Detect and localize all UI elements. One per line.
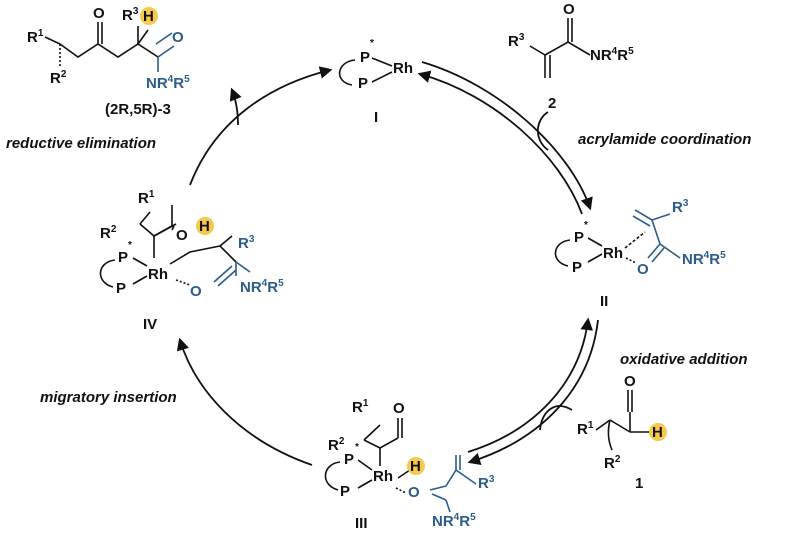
complex-III: P * P Rh R1 R2 O H O R3 NR4R5 III	[324, 398, 495, 532]
step-oxidative-addition: oxidative addition	[620, 351, 748, 368]
step-acrylamide-coordination: acrylamide coordination	[578, 131, 751, 148]
complex-IV-H-highlight	[196, 217, 214, 235]
svg-text:P: P	[116, 280, 126, 297]
svg-text:NR4R5: NR4R5	[432, 512, 476, 530]
svg-text:R1: R1	[352, 398, 369, 416]
svg-text:R3: R3	[122, 6, 139, 24]
svg-text:NR4R5: NR4R5	[590, 46, 634, 64]
arrow-migratory-insertion	[176, 337, 313, 466]
svg-text:R3: R3	[478, 474, 495, 492]
svg-text:O: O	[637, 261, 649, 278]
svg-text:P: P	[340, 483, 350, 500]
svg-text:R2: R2	[50, 69, 67, 87]
svg-text:P: P	[360, 49, 370, 66]
svg-text:NR4R5: NR4R5	[682, 250, 726, 268]
svg-text:R3: R3	[672, 198, 689, 216]
svg-text:O: O	[190, 283, 202, 300]
svg-text:NR4R5: NR4R5	[146, 74, 190, 92]
catalyst-I: P * P Rh I	[338, 38, 413, 126]
svg-text:R2: R2	[604, 454, 621, 472]
svg-text:*: *	[370, 38, 374, 49]
svg-text:R3: R3	[238, 234, 255, 252]
svg-text:H: H	[410, 458, 421, 475]
svg-text:O: O	[176, 227, 188, 244]
svg-text:O: O	[93, 5, 105, 22]
svg-text:*: *	[355, 442, 359, 453]
complex-II-label: II	[600, 293, 608, 310]
substrate-2: O R3 NR4R5 2	[508, 1, 634, 112]
substrate-1: R1 R2 O H 1	[577, 373, 667, 492]
svg-text:R1: R1	[138, 189, 155, 207]
complex-IV: P * P Rh R1 R2 O H R3 O NR4R5 IV	[99, 189, 284, 333]
svg-text:O: O	[393, 400, 405, 417]
svg-text:R2: R2	[100, 224, 117, 242]
svg-text:O: O	[408, 484, 420, 501]
svg-text:Rh: Rh	[148, 266, 168, 283]
product-3: O R1 R2 R3 H O NR4R5 (2R,5R)-3	[27, 5, 190, 118]
complex-II: P * P Rh R3 O NR4R5 II	[554, 198, 726, 310]
svg-text:*: *	[584, 220, 588, 231]
complex-III-label: III	[355, 515, 368, 532]
svg-text:P: P	[574, 229, 584, 246]
complex-IV-label: IV	[143, 316, 157, 333]
arrow-eq-back-III-II	[467, 317, 594, 453]
arrow-eq-back-II-I	[417, 70, 583, 215]
svg-text:NR4R5: NR4R5	[240, 278, 284, 296]
svg-text:H: H	[199, 218, 210, 235]
product-O: O	[93, 5, 105, 22]
product-H-highlight	[140, 7, 158, 25]
svg-text:Rh: Rh	[603, 245, 623, 262]
step-migratory-insertion: migratory insertion	[40, 389, 177, 406]
product-H: H	[143, 8, 154, 25]
substrate-2-label: 2	[548, 95, 556, 112]
svg-text:R2: R2	[328, 436, 345, 454]
svg-text:Rh: Rh	[393, 60, 413, 77]
svg-text:H: H	[652, 424, 663, 441]
arrow-eq-forward-I-II	[421, 61, 593, 211]
arrow-cycle-top-left	[189, 66, 333, 186]
svg-text:P: P	[572, 259, 582, 276]
catalyst-I-label: I	[374, 109, 378, 126]
svg-text:P: P	[358, 75, 368, 92]
arrow-acrylamide-entry	[536, 111, 549, 151]
arrow-product-release	[229, 87, 242, 126]
svg-text:P: P	[344, 451, 354, 468]
svg-text:R1: R1	[27, 28, 44, 46]
svg-text:Rh: Rh	[373, 468, 393, 485]
arrow-aldehyde-entry	[539, 405, 573, 431]
complex-III-H-highlight	[407, 457, 425, 475]
svg-text:R1: R1	[577, 420, 594, 438]
svg-text:O: O	[172, 29, 184, 46]
svg-text:R3: R3	[508, 32, 525, 50]
svg-text:O: O	[624, 373, 636, 390]
substrate-1-H-highlight	[649, 423, 667, 441]
svg-text:O: O	[563, 1, 575, 18]
substrate-1-label: 1	[635, 475, 643, 492]
svg-text:P: P	[118, 249, 128, 266]
product-label: (2R,5R)-3	[105, 101, 171, 118]
svg-text:*: *	[128, 240, 132, 251]
step-reductive-elimination: reductive elimination	[6, 135, 156, 152]
arrow-eq-forward-II-III	[467, 319, 599, 465]
